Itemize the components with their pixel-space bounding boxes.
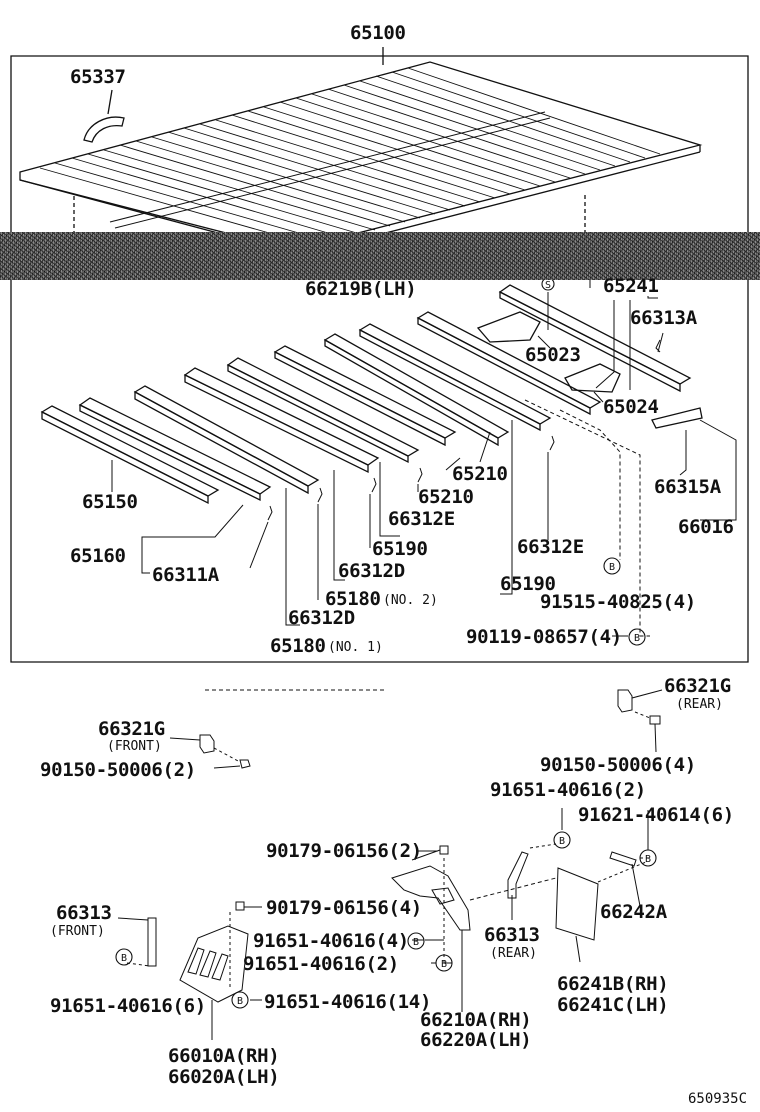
svg-text:B: B bbox=[609, 562, 615, 573]
label-65023[interactable]: 65023 bbox=[525, 344, 581, 366]
label-65180-no2[interactable]: 65180 bbox=[325, 588, 381, 610]
label-66242a[interactable]: 66242A bbox=[600, 901, 667, 923]
note-no2: (NO. 2) bbox=[383, 593, 438, 608]
note-rear-2: (REAR) bbox=[490, 946, 537, 961]
label-66312e-b[interactable]: 66312E bbox=[517, 536, 584, 558]
part-65337-shape bbox=[83, 116, 125, 143]
label-90150-b[interactable]: 90150-50006(4) bbox=[540, 754, 696, 776]
part-66010a-shape bbox=[179, 925, 249, 1003]
label-66313-rear[interactable]: 66313 bbox=[484, 924, 540, 946]
note-no1: (NO. 1) bbox=[328, 640, 383, 655]
svg-text:B: B bbox=[645, 854, 651, 865]
part-66313-rear-shape bbox=[507, 851, 529, 899]
label-66020a[interactable]: 66020A(LH) bbox=[168, 1066, 280, 1088]
label-66315a[interactable]: 66315A bbox=[654, 476, 721, 498]
label-90179-b[interactable]: 90179-06156(4) bbox=[266, 897, 422, 919]
svg-text:B: B bbox=[634, 633, 640, 644]
cross-sills bbox=[40, 284, 692, 505]
label-66321g-rear[interactable]: 66321G bbox=[664, 675, 731, 697]
label-91515[interactable]: 91515-40825(4) bbox=[540, 591, 696, 613]
diagram-code: 650935C bbox=[688, 1091, 748, 1107]
svg-text:B: B bbox=[121, 953, 127, 964]
bed-floor-shape bbox=[19, 61, 703, 256]
label-66311a[interactable]: 66311A bbox=[152, 564, 219, 586]
note-rear-1: (REAR) bbox=[676, 697, 723, 712]
label-66241b[interactable]: 66241B(RH) bbox=[557, 973, 669, 995]
label-66210a[interactable]: 66210A(RH) bbox=[420, 1009, 532, 1031]
svg-text:B: B bbox=[559, 836, 565, 847]
label-65100[interactable]: 65100 bbox=[350, 22, 406, 44]
label-65210-a[interactable]: 65210 bbox=[452, 463, 508, 485]
upper-frame-top bbox=[10, 55, 749, 232]
label-66313a[interactable]: 66313A bbox=[630, 307, 697, 329]
label-66312e-a[interactable]: 66312E bbox=[388, 508, 455, 530]
scan-noise-band bbox=[0, 232, 760, 280]
label-65190-b[interactable]: 65190 bbox=[500, 573, 556, 595]
label-65180-no1[interactable]: 65180 bbox=[270, 635, 326, 657]
label-66219b[interactable]: 66219B(LH) bbox=[305, 278, 417, 300]
marker-s: S bbox=[545, 280, 551, 291]
part-65024-shape bbox=[564, 363, 621, 393]
label-91651-c[interactable]: 91651-40616(4) bbox=[253, 930, 409, 952]
label-65160[interactable]: 65160 bbox=[70, 545, 126, 567]
label-66220a[interactable]: 66220A(LH) bbox=[420, 1029, 532, 1051]
part-66241b-shape bbox=[555, 867, 599, 941]
part-66210a-shape bbox=[391, 865, 471, 931]
label-66016[interactable]: 66016 bbox=[678, 516, 734, 538]
part-65023-shape bbox=[476, 311, 541, 343]
label-66321g-front[interactable]: 66321G bbox=[98, 718, 165, 740]
label-91651-e[interactable]: 91651-40616(6) bbox=[50, 995, 206, 1017]
label-66010a[interactable]: 66010A(RH) bbox=[168, 1045, 280, 1067]
label-90179-a[interactable]: 90179-06156(2) bbox=[266, 840, 422, 862]
note-front-2: (FRONT) bbox=[50, 924, 105, 939]
svg-text:B: B bbox=[441, 959, 447, 970]
part-66321g-rear-shape bbox=[617, 689, 633, 713]
note-front-1: (FRONT) bbox=[107, 739, 162, 754]
label-65337[interactable]: 65337 bbox=[70, 66, 126, 88]
label-66241c[interactable]: 66241C(LH) bbox=[557, 994, 669, 1016]
upper-frame-bottom bbox=[10, 280, 749, 663]
svg-text:B: B bbox=[413, 937, 419, 948]
label-66312d-b[interactable]: 66312D bbox=[288, 607, 355, 629]
label-65024[interactable]: 65024 bbox=[603, 396, 659, 418]
svg-text:B: B bbox=[237, 996, 243, 1007]
label-91621[interactable]: 91621-40614(6) bbox=[578, 804, 734, 826]
label-91651-d[interactable]: 91651-40616(2) bbox=[243, 953, 399, 975]
label-65241[interactable]: 65241 bbox=[603, 275, 659, 297]
part-66321g-front-shape bbox=[199, 734, 215, 754]
label-91651-f[interactable]: 91651-40616(14) bbox=[264, 991, 432, 1013]
label-90150-a[interactable]: 90150-50006(2) bbox=[40, 759, 196, 781]
label-66312d-a[interactable]: 66312D bbox=[338, 560, 405, 582]
label-65190-a[interactable]: 65190 bbox=[372, 538, 428, 560]
label-91651-b[interactable]: 91651-40616(2) bbox=[490, 779, 646, 801]
part-66016-shape bbox=[651, 407, 703, 429]
label-90119[interactable]: 90119-08657(4) bbox=[466, 626, 622, 648]
part-66242a-shape bbox=[609, 851, 637, 867]
label-65210-b[interactable]: 65210 bbox=[418, 486, 474, 508]
label-65150[interactable]: 65150 bbox=[82, 491, 138, 513]
part-66313-front-shape bbox=[147, 917, 157, 967]
label-66313-front[interactable]: 66313 bbox=[56, 902, 112, 924]
